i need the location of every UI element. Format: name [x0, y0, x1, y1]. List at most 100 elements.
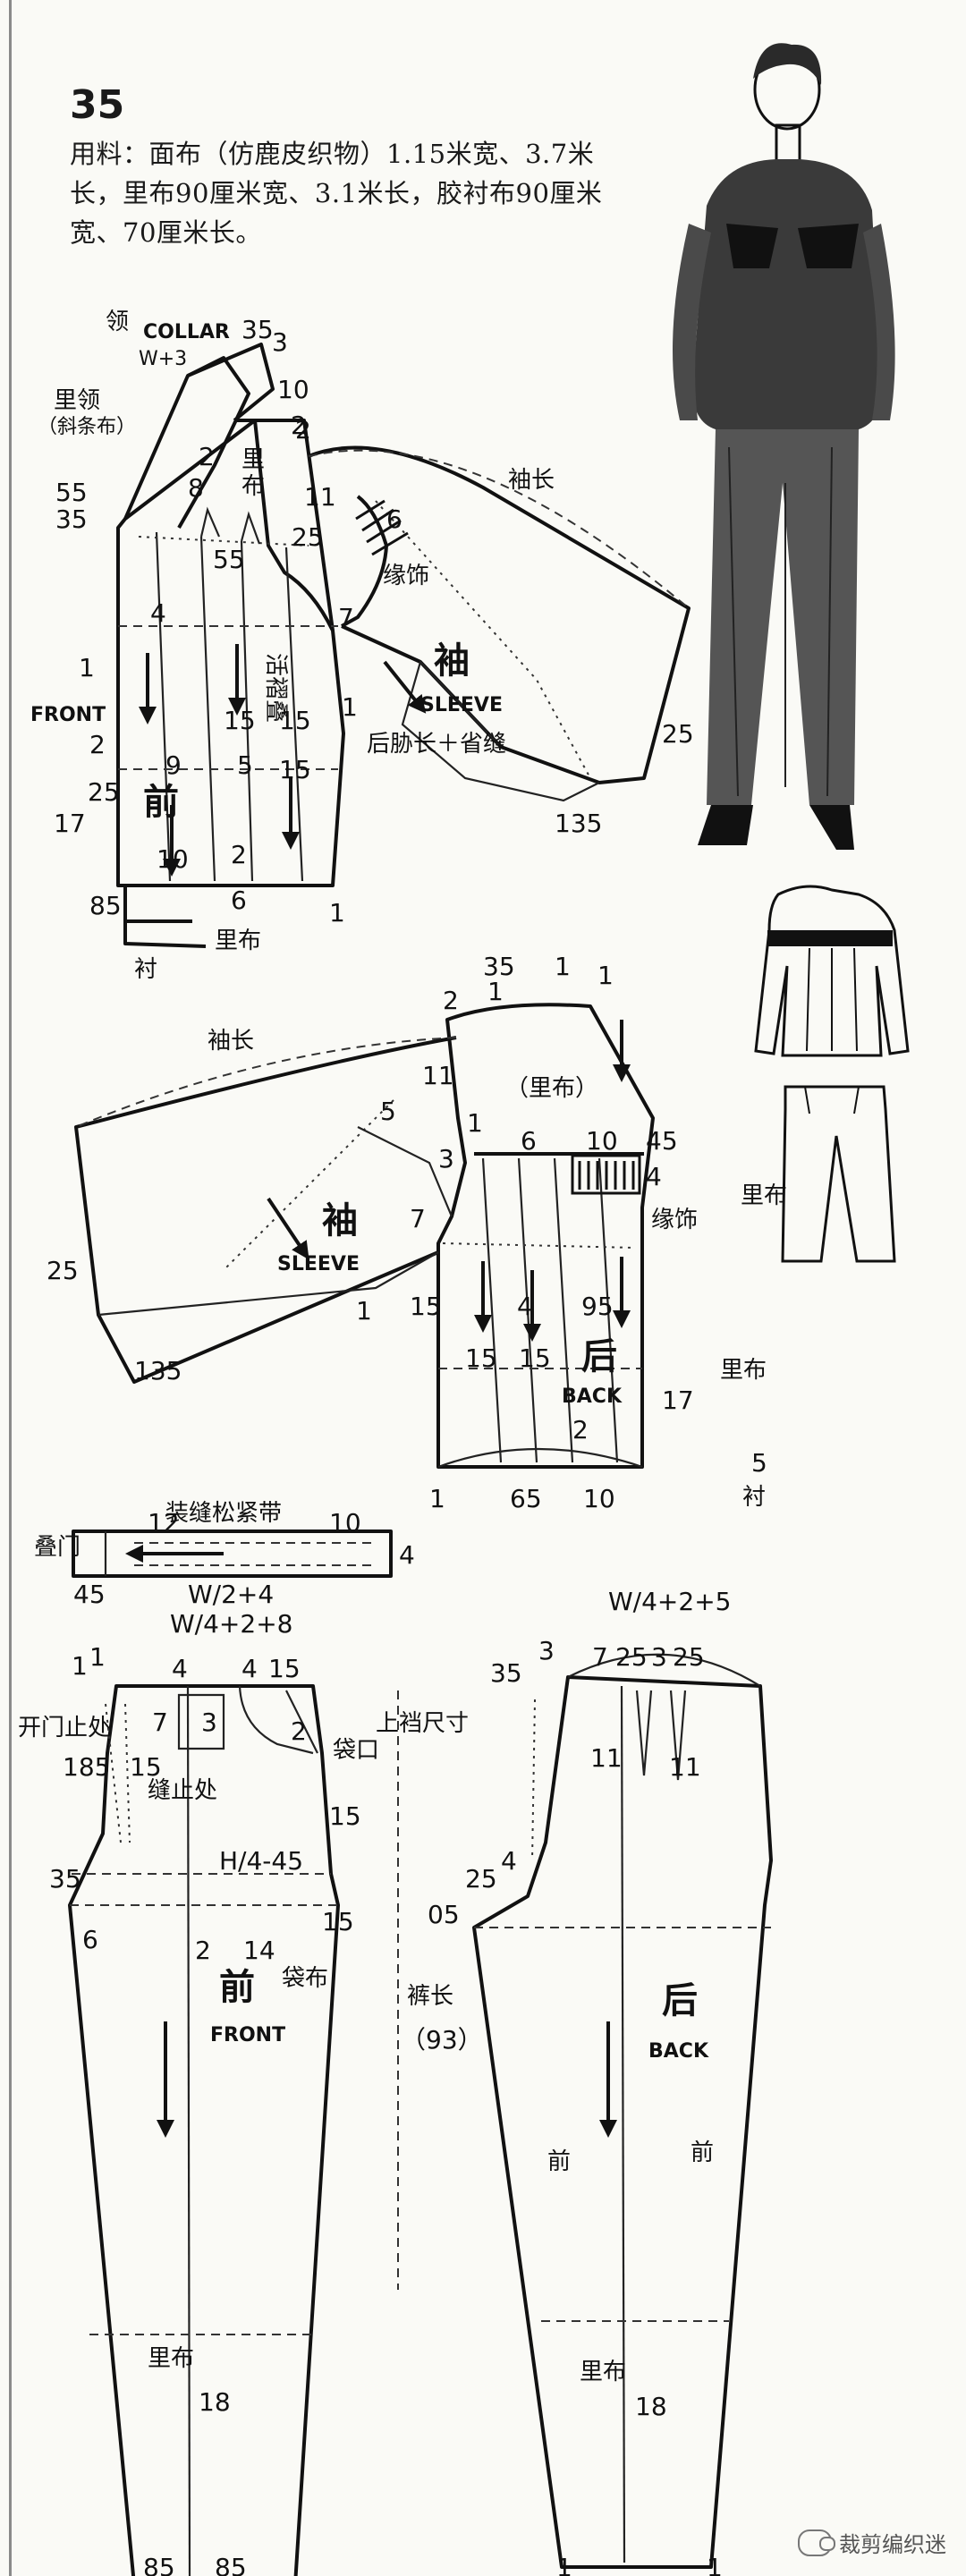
label-pocket: 袋口 [333, 1737, 379, 1764]
label-front-cn: 前 [143, 781, 179, 823]
num-10b: 10 [157, 844, 189, 874]
num-back-95: 95 [581, 1292, 614, 1321]
formula-pants-front-hip: H/4-45 [219, 1846, 303, 1876]
num-sleeve-back-135: 135 [134, 1356, 182, 1385]
label-pocket-cloth: 袋布 [282, 1965, 328, 1992]
num-35: 35 [55, 504, 88, 534]
sleeve-back-labels: 袖长 袖 SLEEVE 25 1 135 [47, 1028, 372, 1385]
num-pf-35: 35 [49, 1864, 81, 1894]
label-sleeve-length-top: 袖长 [508, 467, 555, 494]
num-back-35: 35 [483, 952, 515, 981]
label-back-en: BACK [562, 1385, 623, 1408]
waistband-pattern: 装缝松紧带 12 10 4 叠门 45 W/2+4 [34, 1500, 415, 1609]
label-rise: 上裆尺寸 [376, 1710, 469, 1737]
jacket-back-pattern [436, 1003, 655, 1469]
label-lining-bottom: 里布 [215, 928, 261, 954]
num-2b: 2 [199, 442, 215, 471]
num-pf-7: 7 [152, 1707, 168, 1737]
label-wb-overlap: 叠门 [34, 1534, 80, 1561]
num-pb-3b: 3 [651, 1642, 667, 1672]
num-back-15b: 15 [465, 1343, 497, 1373]
num-1b: 1 [329, 898, 345, 928]
num-sleeve-back-25: 25 [47, 1256, 79, 1285]
formula-waistband: W/2+4 [188, 1580, 274, 1609]
back-view-sketch [754, 885, 910, 1263]
label-sleeve-cn-top: 袖 [434, 640, 470, 682]
num-wb-4: 4 [399, 1540, 415, 1570]
label-pants-front-en: FRONT [210, 2024, 285, 2046]
num-back-2: 2 [443, 986, 459, 1015]
num-back-2b: 2 [572, 1415, 589, 1445]
num-pf-2b: 2 [195, 1936, 211, 1965]
label-waistband-title: 装缝松紧带 [165, 1500, 282, 1527]
num-6b: 6 [386, 504, 402, 534]
label-under-collar-note: （斜条布） [38, 416, 136, 438]
num-back-5b: 5 [751, 1448, 767, 1478]
label-fly-opening: 开门止处 [18, 1715, 111, 1741]
num-back-45: 45 [646, 1126, 678, 1156]
label-pants-back-cn: 后 [662, 1979, 698, 2021]
materials-note: 用料：面布（仿鹿皮织物）1.15米宽、3.7米长，里布90厘米宽、3.1米长，胶… [70, 139, 603, 248]
num-pf-15c: 15 [329, 1801, 361, 1831]
sleeve-top-pattern [308, 445, 691, 802]
num-back-10: 10 [586, 1126, 618, 1156]
num-back-1e: 1 [429, 1484, 445, 1513]
num-pb-1b: 1 [707, 2553, 723, 2576]
num-back-65: 65 [510, 1484, 542, 1513]
num-pb-11a: 11 [590, 1743, 623, 1773]
label-pants-back-en: BACK [648, 2040, 709, 2063]
num-back-1d: 1 [467, 1108, 483, 1138]
num-5: 5 [237, 750, 253, 780]
formula-pants-front-top: W/4+2+8 [170, 1609, 292, 1639]
num-wb-10: 10 [329, 1508, 361, 1538]
num-25b: 25 [88, 777, 120, 807]
num-2d: 2 [231, 840, 247, 869]
num-back-15c: 15 [519, 1343, 551, 1373]
num-pf-85b: 85 [215, 2553, 247, 2576]
num-wb-12: 12 [148, 1508, 180, 1538]
page-margin-line [9, 0, 12, 2576]
label-back-trim: 缘饰 [651, 1207, 698, 1233]
label-under-collar: 里领 [54, 387, 100, 414]
num-pf-4b: 4 [242, 1654, 258, 1683]
label-pb-front-ref-2: 前 [691, 2140, 714, 2166]
num-pb-1a: 1 [556, 2553, 572, 2576]
num-8: 8 [188, 473, 204, 503]
num-pb-11b: 11 [669, 1752, 701, 1782]
jacket-front-labels: 领 COLLAR 35 3 W+3 里领 （斜条布） 10 2 55 35 2 … [30, 309, 506, 983]
num-pf-15a: 15 [268, 1654, 301, 1683]
num-pf-18: 18 [199, 2387, 231, 2417]
pants-front-pattern: W/4+2+8 1 1 4 4 15 7 3 2 开门止处 185 15 缝止处… [18, 1609, 469, 2576]
num-pf-1: 1 [72, 1651, 88, 1681]
num-back-11: 11 [422, 1061, 454, 1090]
num-back-3: 3 [438, 1144, 454, 1174]
label-collar-cn: 领 [106, 309, 129, 335]
label-sleeve-cn-back: 袖 [322, 1199, 358, 1241]
label-pb-lining: 里布 [580, 2359, 626, 2385]
label-back-lining: （里布） [505, 1075, 598, 1102]
num-back-4b: 4 [517, 1292, 533, 1321]
num-11: 11 [304, 482, 336, 512]
num-pb-18: 18 [635, 2392, 667, 2421]
label-sleeve-length-back: 袖长 [208, 1028, 254, 1055]
fashion-figure-illustration [673, 43, 895, 850]
num-9: 9 [165, 750, 182, 780]
num-2c: 2 [89, 730, 106, 759]
num-pf-15d: 15 [322, 1907, 354, 1936]
label-trim: 缘饰 [383, 563, 429, 589]
num-pf-1b: 1 [89, 1642, 106, 1672]
num-back-6: 6 [521, 1126, 537, 1156]
num-15c: 15 [279, 755, 311, 784]
num-pb-25c: 25 [465, 1864, 497, 1894]
num-pb-3: 3 [538, 1636, 555, 1665]
num-pf-6: 6 [82, 1925, 98, 1954]
num-wb-45: 45 [73, 1580, 106, 1609]
num-55a: 55 [55, 478, 88, 507]
num-pb-7: 7 [592, 1642, 608, 1672]
label-interlining: 衬 [134, 956, 157, 983]
label-back-interlining: 衬 [742, 1484, 766, 1511]
label-seam-stop: 缝止处 [148, 1777, 217, 1804]
num-pf-3: 3 [201, 1707, 217, 1737]
num-back-17: 17 [662, 1385, 694, 1415]
